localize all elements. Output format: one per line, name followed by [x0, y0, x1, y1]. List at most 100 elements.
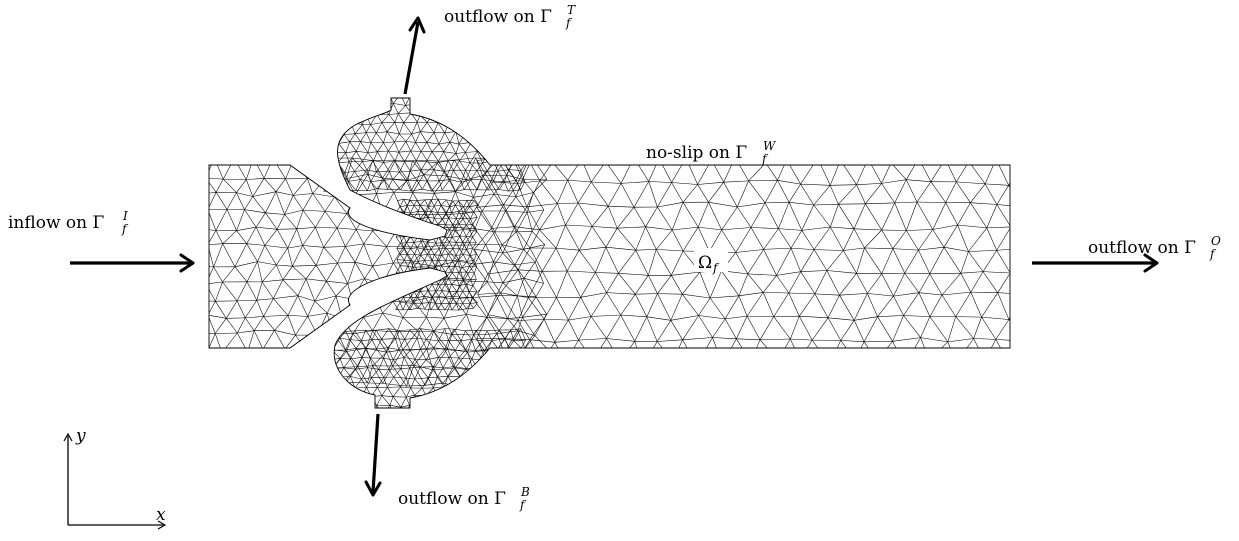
mesh-edge	[214, 157, 224, 180]
mesh-edge	[420, 142, 428, 152]
mesh-edge	[1010, 272, 1033, 273]
mesh-edge	[431, 254, 435, 261]
mesh-edge	[438, 248, 442, 256]
mesh-edge	[657, 202, 684, 208]
mesh-edge	[246, 243, 265, 246]
mesh-edge	[381, 328, 390, 340]
mesh-edge	[492, 122, 498, 132]
mesh-edge	[414, 229, 422, 232]
mesh-edge	[441, 248, 446, 256]
mesh-edge	[431, 260, 436, 268]
mesh-edge	[904, 337, 921, 366]
mesh-edge	[437, 198, 442, 206]
mesh-edge	[311, 348, 327, 368]
mesh-edge	[485, 98, 493, 106]
mesh-edge	[890, 158, 919, 164]
mesh-edge	[452, 218, 457, 226]
mesh-edge	[393, 376, 407, 379]
mesh-edge	[441, 241, 450, 244]
mesh-edge	[1033, 182, 1049, 207]
mesh-edge	[945, 158, 969, 162]
mesh-edge	[452, 224, 456, 232]
mesh-edge	[399, 206, 405, 213]
mesh-edge	[427, 199, 432, 207]
mesh-edge	[345, 349, 351, 360]
mesh-edge	[367, 151, 378, 153]
mesh-edge	[433, 169, 445, 172]
mesh-edge	[645, 206, 658, 227]
mesh-edge	[443, 151, 449, 161]
mesh-edge	[437, 211, 447, 214]
mesh-edge	[377, 150, 389, 153]
mesh-edge	[510, 329, 515, 341]
mesh-edge	[433, 169, 440, 181]
mesh-edge	[346, 213, 357, 230]
mesh-edge	[903, 315, 921, 338]
mesh-edge	[365, 416, 373, 424]
outflow-top-arrow	[403, 16, 426, 95]
mesh-edge	[355, 367, 368, 370]
mesh-edge	[497, 348, 506, 358]
mesh-edge	[591, 181, 609, 207]
mesh-edge	[577, 181, 592, 204]
mesh-edge	[387, 179, 393, 190]
mesh-edge	[813, 364, 830, 385]
mesh-edge	[431, 180, 440, 192]
mesh-edge	[313, 157, 325, 180]
mesh-edge	[406, 248, 411, 255]
mesh-edge	[434, 273, 439, 280]
mesh-edge	[416, 223, 425, 225]
mesh-edge	[893, 272, 905, 297]
mesh-edge	[403, 246, 414, 264]
mesh-edge	[418, 229, 422, 237]
mesh-edge	[455, 144, 460, 154]
mesh-edge	[451, 235, 461, 238]
mesh-edge	[605, 228, 618, 248]
mesh-edge	[773, 316, 791, 340]
mesh-edge	[1047, 158, 1074, 162]
mesh-edge	[424, 254, 428, 261]
mesh-edge	[892, 315, 904, 342]
mesh-edge	[459, 242, 463, 249]
mesh-edge	[788, 292, 800, 317]
mesh-edge	[403, 272, 412, 274]
mesh-edge	[945, 181, 957, 203]
mesh-edge	[394, 141, 400, 153]
mesh-edge	[482, 174, 507, 176]
mesh-edge	[383, 142, 389, 152]
mesh-edge	[491, 358, 498, 367]
mesh-edge	[827, 295, 840, 318]
mesh-edge	[256, 226, 278, 230]
mesh-edge	[786, 159, 801, 185]
mesh-edge	[252, 191, 277, 197]
mesh-edge	[388, 114, 396, 123]
mesh-edge	[448, 217, 457, 219]
mesh-edge	[776, 275, 790, 294]
mesh-edge	[477, 294, 489, 315]
mesh-edge	[515, 180, 521, 190]
mesh-edge	[494, 415, 504, 416]
mesh-edge	[406, 170, 411, 181]
mesh-edge	[448, 357, 454, 367]
mesh-edge	[313, 157, 337, 159]
mesh-edge	[488, 416, 494, 425]
mesh-edge	[747, 249, 764, 275]
mesh-edge	[877, 316, 893, 342]
mesh-edge	[339, 337, 350, 340]
mesh-edge	[527, 209, 544, 213]
mesh-edge	[361, 330, 366, 341]
mesh-edge	[439, 171, 445, 181]
mesh-edge	[416, 169, 422, 181]
mesh-edge	[671, 202, 684, 231]
mesh-edge	[430, 242, 437, 250]
mesh-edge	[333, 124, 338, 134]
mesh-edge	[404, 218, 408, 225]
mesh-edge	[459, 296, 463, 304]
mesh-edge	[581, 159, 606, 162]
mesh-edge	[932, 229, 945, 248]
mesh-edge	[505, 210, 528, 213]
mesh-edge	[616, 207, 635, 229]
mesh-edge	[635, 365, 644, 388]
mesh-edge	[499, 329, 506, 340]
mesh-edge	[444, 404, 449, 408]
